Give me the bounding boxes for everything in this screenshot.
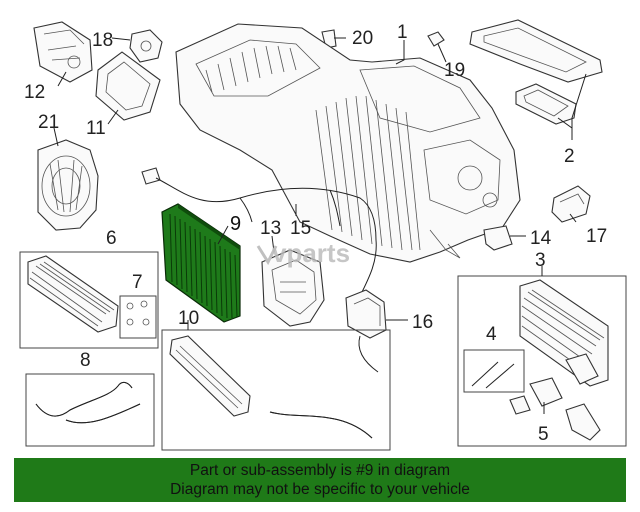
callout-3: 3 [535,250,546,271]
part-16-module [345,289,387,373]
callout-11: 11 [86,118,106,139]
part-notice-banner: Part or sub-assembly is #9 in diagram Di… [14,458,626,502]
part-3-evaporator [519,279,609,387]
part-18-actuator [129,29,163,63]
callout-20: 20 [352,28,373,49]
callout-1: 1 [397,22,408,43]
callout-15: 15 [290,218,311,239]
part-19-clip [427,31,445,47]
callout-14: 14 [530,228,552,249]
box-7 [119,295,157,339]
callout-8: 8 [80,350,91,371]
callout-16: 16 [412,312,433,333]
banner-line-part: Part or sub-assembly is #9 in diagram [189,462,451,479]
part-13-housing [261,249,325,327]
part-1-hvac-housing [175,23,521,263]
callout-17: 17 [586,226,607,247]
callout-7: 7 [132,272,143,293]
part-5-expansion-valve [509,377,601,441]
callout-leaders [53,37,587,414]
part-17-bracket [551,185,591,223]
callout-9: 9 [230,213,241,235]
part-14-connector [483,225,513,251]
box-8 [25,373,155,447]
callout-5: 5 [538,424,549,445]
callout-12: 12 [24,82,45,103]
part-10-duct [169,335,373,439]
part-7-clips [126,300,150,326]
part-11-seal [95,51,161,121]
callout-18: 18 [92,30,113,51]
part-9-cabin-air-filter [161,203,241,323]
svg-text:vparts: vparts [272,238,350,268]
callout-4: 4 [486,324,497,345]
banner-line-disclaimer: Diagram may not be specific to your vehi… [170,481,470,498]
part-21-blower-motor [37,139,99,231]
box-4 [463,349,525,393]
box-6 [19,251,159,349]
callout-10: 10 [178,308,199,329]
callout-2: 2 [564,146,575,167]
part-12-duct [33,21,93,83]
part-4-hardware [471,361,515,389]
part-2-gaskets [469,19,603,125]
box-10 [161,329,391,451]
vparts-watermark: vparts [256,238,350,268]
part-8-pipes [35,381,141,424]
part-6-heater-core [27,255,119,333]
callout-6: 6 [106,228,117,249]
callout-19: 19 [444,60,465,81]
part-15-harness [141,167,377,301]
callout-13: 13 [260,218,281,239]
callout-21: 21 [38,112,59,133]
